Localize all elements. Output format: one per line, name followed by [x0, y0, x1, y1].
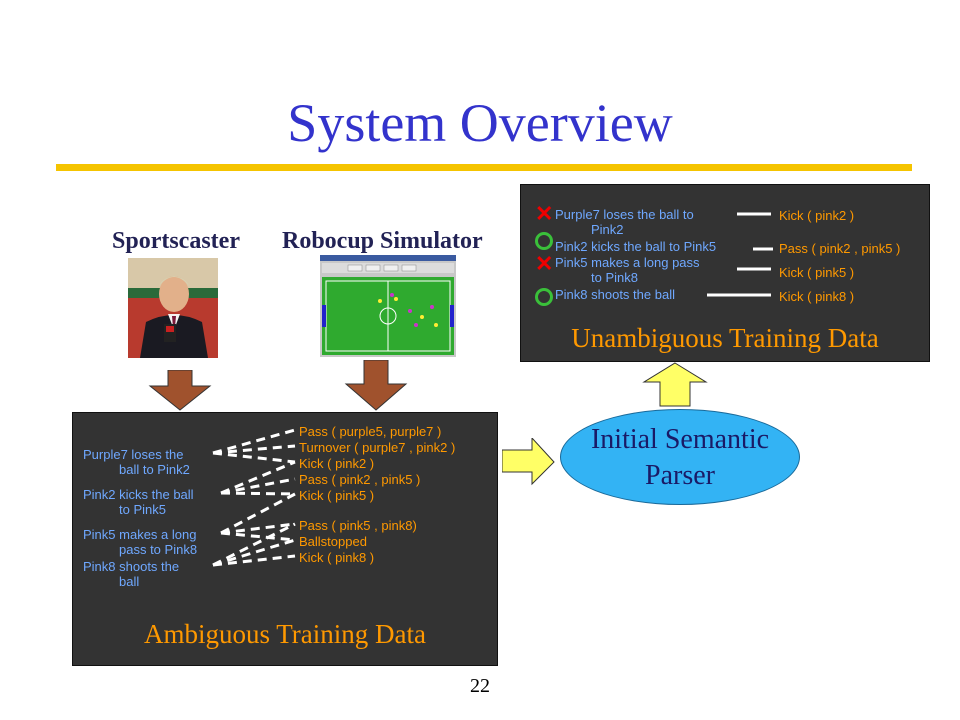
unambiguous-event: Kick ( pink5 ) [779, 265, 855, 280]
unambiguous-comment-line: Pink5 makes a long pass [555, 255, 700, 270]
unambiguous-comment: Purple7 loses the ball to Pink2 [555, 207, 694, 237]
parser-label-line: Parser [645, 460, 715, 491]
ambiguous-comment-line: pass to Pink8 [119, 542, 198, 557]
ambiguous-comment-line: ball [119, 574, 140, 589]
title-underline [56, 164, 912, 171]
ambiguous-comment-line: Pink5 makes a long [83, 527, 197, 542]
ambiguous-event: Kick ( pink5 ) [299, 488, 375, 503]
simulator-label: Robocup Simulator [282, 228, 483, 254]
cross-icon: ✕ [535, 251, 554, 276]
initial-semantic-parser: Initial Semantic Parser [560, 409, 800, 505]
sportscaster-down-arrow [148, 369, 212, 417]
ambiguous-box-title: Ambiguous Training Data [143, 619, 426, 649]
unambiguous-comment: Pink2 kicks the ball to Pink5 [555, 239, 717, 254]
sportscaster-label: Sportscaster [112, 228, 240, 254]
parser-label-line: Initial Semantic [590, 424, 770, 455]
ambiguous-training-box: Purple7 loses the ball to Pink2 Pink2 ki… [72, 412, 498, 666]
cross-icon: ✕ [535, 201, 554, 226]
to-parser-arrow [501, 436, 556, 491]
ambiguous-comment-line: Pink2 kicks the ball [83, 487, 194, 502]
ambiguous-comment: Pink8 shoots the ball [83, 559, 179, 589]
unambiguous-event: Kick ( pink8 ) [779, 289, 855, 304]
ambiguous-event: Pass ( pink5 , pink8) [299, 518, 417, 533]
ambiguous-event: Kick ( pink2 ) [299, 456, 375, 471]
ambiguous-comment-line: ball to Pink2 [119, 462, 190, 477]
ambiguous-comment: Pink5 makes a long pass to Pink8 [83, 527, 197, 557]
ambiguous-event: Ballstopped [299, 534, 367, 549]
ambiguous-comment-line: Purple7 loses the [83, 447, 184, 462]
unambiguous-comment: Pink8 shoots the ball [555, 287, 675, 302]
ambiguous-link-lines [212, 428, 296, 567]
unambiguous-comment-line: to Pink8 [591, 270, 638, 285]
circle-icon [535, 288, 553, 306]
unambiguous-event: Pass ( pink2 , pink5 ) [779, 241, 901, 256]
ambiguous-event: Pass ( pink2 , pink5 ) [299, 472, 421, 487]
unambiguous-box-title: Unambiguous Training Data [571, 323, 879, 353]
simulator-down-arrow [344, 359, 408, 417]
circle-icon [535, 232, 553, 250]
ambiguous-event: Pass ( purple5, purple7 ) [299, 424, 442, 439]
unambiguous-event: Kick ( pink2 ) [779, 208, 855, 223]
slide-title: System Overview [287, 93, 673, 153]
unambiguous-comment-line: Pink2 [591, 222, 624, 237]
to-unambiguous-arrow [642, 362, 708, 413]
ambiguous-event: Kick ( pink8 ) [299, 550, 375, 565]
ambiguous-comment: Pink2 kicks the ball to Pink5 [83, 487, 194, 517]
sportscaster-photo [128, 258, 218, 358]
ambiguous-comment-line: Pink8 shoots the [83, 559, 180, 574]
page-number: 22 [470, 675, 490, 697]
unambiguous-training-box: ✕ ✕ Purple7 loses the ball to Pink2 Pink… [520, 184, 930, 362]
simulator-screenshot [320, 255, 456, 357]
ambiguous-comment: Purple7 loses the ball to Pink2 [83, 447, 190, 477]
ambiguous-comment-line: to Pink5 [119, 502, 166, 517]
unambiguous-link-lines [707, 212, 773, 297]
unambiguous-comment: Pink5 makes a long pass to Pink8 [555, 255, 700, 285]
ambiguous-event: Turnover ( purple7 , pink2 ) [299, 440, 456, 455]
unambiguous-comment-line: Purple7 loses the ball to [555, 207, 694, 222]
